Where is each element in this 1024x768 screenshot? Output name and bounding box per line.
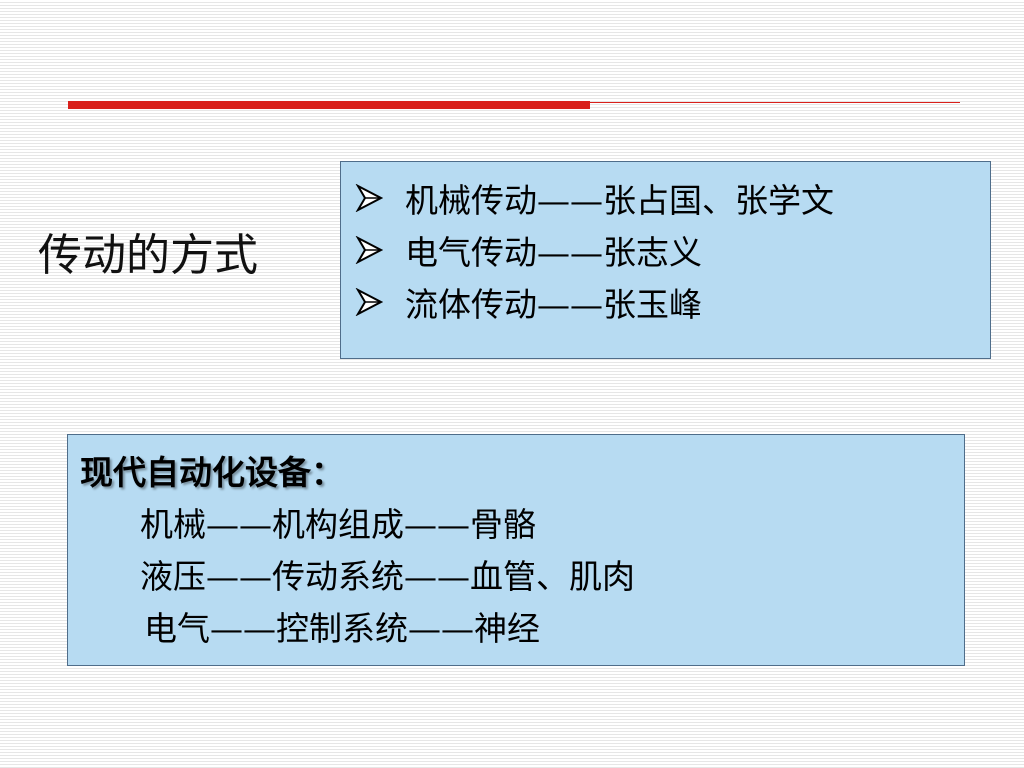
- bullet-text: 机械传动——张占国、张学文: [405, 181, 834, 220]
- arrow-bullet-icon: [355, 288, 383, 316]
- box-heading: 现代自动化设备：: [80, 453, 344, 492]
- bullet-item: 机械传动——张占国、张学文: [355, 172, 990, 224]
- analogy-line: 机械——机构组成——骨骼: [140, 505, 536, 544]
- arrow-bullet-icon: [355, 184, 383, 212]
- arrow-bullet-icon: [355, 236, 383, 264]
- bullet-item: 电气传动——张志义: [355, 224, 990, 276]
- analogy-line: 液压——传动系统——血管、肌肉: [140, 557, 635, 596]
- analogy-line: 电气——控制系统——神经: [144, 609, 540, 648]
- bullet-text: 电气传动——张志义: [405, 233, 702, 272]
- title-rule-thick: [68, 101, 590, 109]
- transmission-types-box: 机械传动——张占国、张学文 电气传动——张志义 流体传动——张玉峰: [340, 161, 991, 359]
- modern-automation-box: 现代自动化设备： 机械——机构组成——骨骼 液压——传动系统——血管、肌肉 电气…: [67, 434, 965, 666]
- bullet-item: 流体传动——张玉峰: [355, 276, 990, 328]
- bullet-text: 流体传动——张玉峰: [405, 285, 702, 324]
- title-rule-thin: [590, 102, 960, 103]
- slide-title: 传动的方式: [38, 230, 258, 281]
